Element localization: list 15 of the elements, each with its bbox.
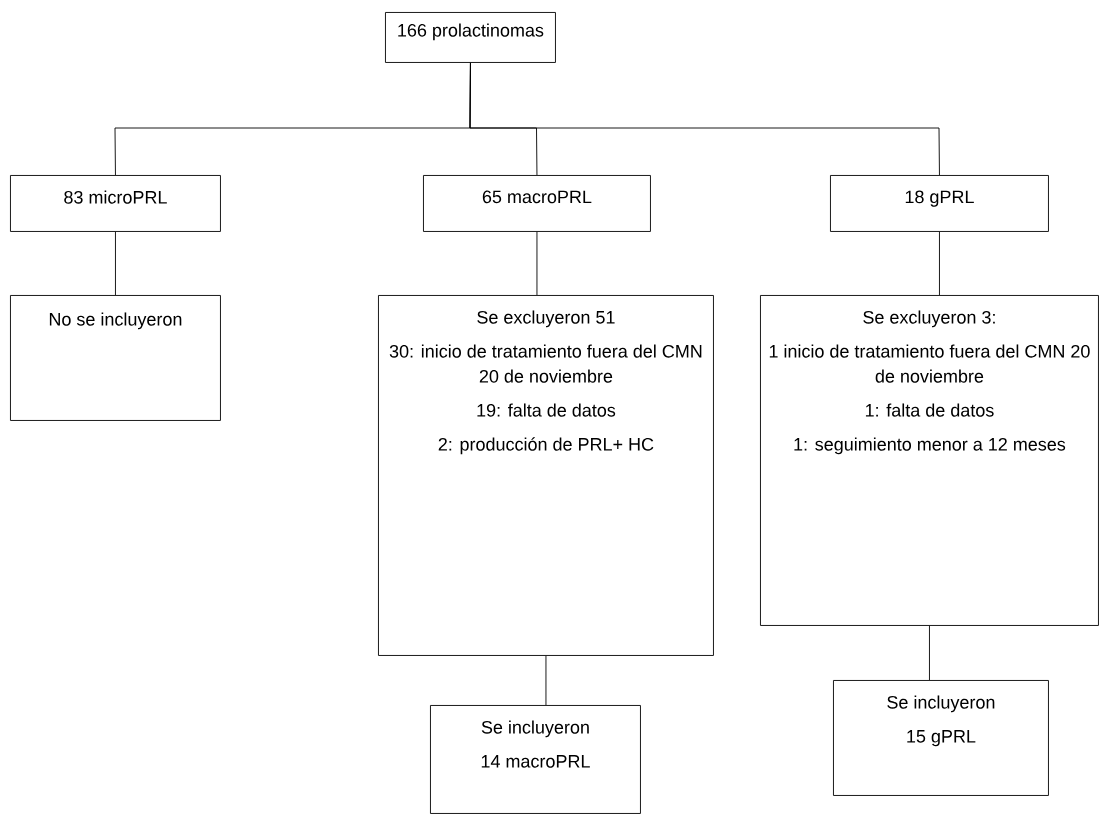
connector-line [469, 62, 940, 176]
connector-line [939, 231, 940, 296]
flow-box: Se incluyeron 15 gPRL [833, 680, 1049, 796]
flow-box: 18 gPRL [830, 175, 1049, 232]
flow-box: No se incluyeron [10, 295, 221, 421]
flow-box: 83 microPRL [10, 175, 221, 232]
flow-box: Se incluyeron 14 macroPRL [430, 705, 641, 814]
connector-line [536, 231, 538, 296]
connector-line [545, 655, 547, 706]
flow-box: Se excluyeron 3: 1 inicio de tratamiento fuera del CMN 20 de noviembre 1: falta de datos 1: seguimiento menor a 12 meses [760, 295, 1099, 626]
flow-box: Se excluyeron 51 30: inicio de tratamiento fuera del CMN 20 de noviembre 19: falta de datos 2: producción de PRL+ HC [378, 295, 714, 656]
flow-box: 65 macroPRL [423, 175, 651, 232]
flow-box: 166 prolactinomas [385, 12, 556, 63]
connector-line [929, 625, 930, 681]
connector-line [115, 231, 116, 296]
